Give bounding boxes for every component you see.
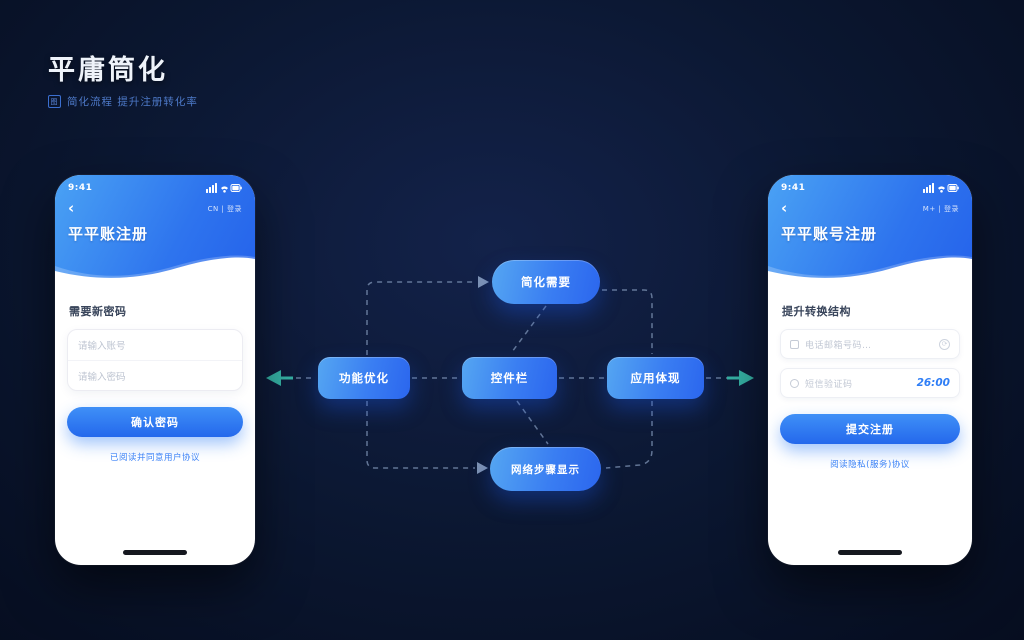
left-phone-mockup: 9:41 ‹ CN | 登录 平平账注册 (55, 175, 255, 565)
left-agreement-link[interactable]: 已阅读并同意用户协议 (109, 453, 200, 463)
left-input-group: 请输入账号 请输入密码 (67, 329, 243, 391)
circle-icon (790, 378, 799, 388)
left-status-icons (206, 183, 242, 193)
flow-node-center: 控件栏 (462, 357, 557, 399)
flow-node-top: 简化需要 (492, 260, 600, 304)
left-section-label: 需要新密码 (69, 305, 127, 318)
left-status-time: 9:41 (68, 183, 93, 193)
sms-code-input[interactable]: 短信验证码 26:00 (780, 368, 960, 398)
flow-node-left: 功能优化 (318, 357, 410, 399)
phone-email-placeholder: 电话邮箱号码… (805, 340, 872, 351)
refresh-icon[interactable]: ⟳ (939, 338, 950, 350)
home-indicator (123, 550, 187, 555)
home-indicator (838, 550, 902, 555)
sms-code-placeholder: 短信验证码 (805, 379, 853, 390)
page-subtitle: 图 简化流程 提升注册转化率 (48, 94, 198, 109)
header-wave (55, 255, 255, 280)
back-button[interactable]: ‹ (68, 199, 75, 217)
password-placeholder: 请输入密码 (78, 371, 126, 383)
flow-node-bottom: 网络步骤显示 (490, 447, 601, 491)
right-section-label: 提升转换结构 (782, 305, 851, 318)
phone-email-input[interactable]: 电话邮箱号码… ⟳ (780, 329, 960, 359)
arrow-right-icon (739, 370, 754, 386)
right-status-time: 9:41 (781, 183, 806, 193)
back-button[interactable]: ‹ (781, 199, 788, 217)
flow-node-right: 应用体现 (607, 357, 704, 399)
checkbox-icon (790, 339, 799, 349)
badge-icon: 图 (48, 95, 61, 108)
account-input[interactable]: 请输入账号 (68, 330, 242, 360)
register-button[interactable]: 提交注册 (780, 414, 960, 444)
account-placeholder: 请输入账号 (78, 341, 126, 352)
left-nav-action[interactable]: CN | 登录 (207, 204, 242, 213)
header-wave (768, 255, 972, 280)
left-phone-screen-title: 平平账注册 (68, 225, 149, 243)
signal-wifi-battery-icon (206, 183, 242, 193)
arrowhead-bottom-icon (477, 462, 488, 474)
left-phone-header: 9:41 ‹ CN | 登录 平平账注册 (55, 175, 255, 280)
right-status-bar: 9:41 (768, 175, 972, 193)
arrowhead-top-icon (478, 276, 489, 288)
arrow-left-icon (266, 370, 281, 386)
signal-wifi-battery-icon (923, 183, 959, 193)
page-title: 平庸筒化 (48, 55, 168, 86)
right-status-icons (923, 183, 959, 193)
right-phone-header: 9:41 ‹ M+ | 登录 平平账号注册 (768, 175, 972, 280)
countdown-timer: 26:00 (916, 377, 950, 389)
right-agreement-link[interactable]: 阅读隐私(服务)协议 (830, 460, 910, 470)
password-input[interactable]: 请输入密码 (68, 360, 242, 390)
right-phone-screen-title: 平平账号注册 (781, 225, 878, 243)
confirm-button[interactable]: 确认密码 (67, 407, 243, 437)
page-subtitle-text: 简化流程 提升注册转化率 (67, 96, 198, 108)
left-status-bar: 9:41 (55, 175, 255, 193)
right-nav-action[interactable]: M+ | 登录 (922, 204, 959, 213)
right-phone-mockup: 9:41 ‹ M+ | 登录 平平账号注册 (768, 175, 972, 565)
